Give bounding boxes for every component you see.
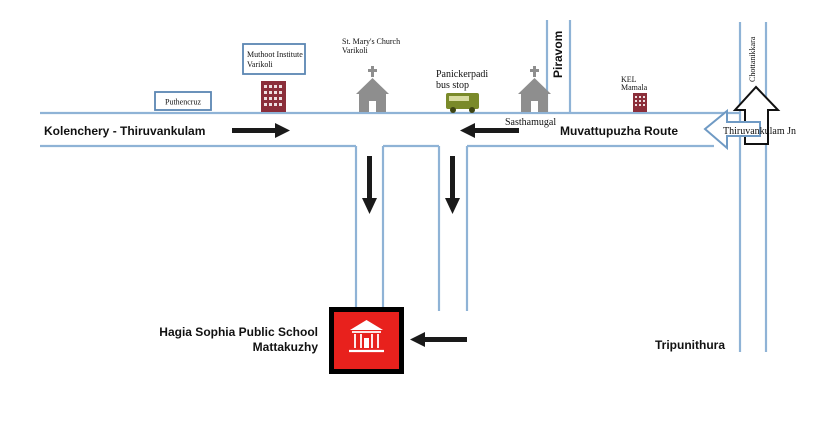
church-label: St. Mary's Church bbox=[342, 37, 400, 46]
kolenchery-road-label: Kolenchery - Thiruvankulam bbox=[44, 124, 205, 138]
arrow-west-icon bbox=[460, 123, 519, 138]
building-icon bbox=[261, 81, 286, 112]
arrow-left-outline-icon bbox=[703, 108, 761, 151]
school-location-label: Mattakuzhy bbox=[253, 340, 319, 354]
muthoot-sublabel: Varikoli bbox=[247, 60, 274, 69]
church-icon bbox=[356, 66, 389, 112]
bus-stop-sublabel: bus stop bbox=[436, 80, 469, 91]
school-building-icon bbox=[349, 320, 384, 353]
roads bbox=[40, 20, 768, 352]
building-icon bbox=[633, 93, 647, 112]
kel-mamala-landmark: KEL Mamala bbox=[621, 75, 648, 112]
sasthamugal-landmark: Sasthamugal bbox=[505, 66, 556, 128]
puthencruz-label: Puthencruz bbox=[165, 98, 201, 107]
bus-stop-label: Panickerpadi bbox=[436, 69, 488, 80]
arrow-east-icon bbox=[232, 123, 290, 138]
muthoot-landmark: Muthoot Institute Varikoli bbox=[242, 43, 306, 112]
bus-icon bbox=[446, 93, 479, 113]
school-destination: Hagia Sophia Public School Mattakuzhy bbox=[159, 307, 404, 374]
piravom-label: Piravom bbox=[551, 31, 565, 78]
school-name-label: Hagia Sophia Public School bbox=[159, 325, 318, 339]
arrow-down-right-icon bbox=[445, 156, 460, 214]
junction-arrows bbox=[703, 85, 781, 151]
chottanikkara-label: Chottanikkara bbox=[748, 36, 757, 82]
arrow-down-left-icon bbox=[362, 156, 377, 214]
sasthamugal-label: Sasthamugal bbox=[505, 117, 556, 128]
church-icon bbox=[518, 66, 551, 112]
muvattupuzha-route-label: Muvattupuzha Route bbox=[560, 124, 678, 138]
panickerpadi-bus-stop-landmark: Panickerpadi bus stop bbox=[436, 69, 488, 113]
tripunithura-label: Tripunithura bbox=[655, 338, 725, 352]
kel-label: KEL bbox=[621, 75, 637, 84]
muthoot-label: Muthoot Institute bbox=[247, 50, 303, 59]
direction-arrows bbox=[232, 123, 519, 347]
church-sublabel: Varikoli bbox=[342, 46, 369, 55]
kel-sublabel: Mamala bbox=[621, 83, 648, 92]
st-marys-church-landmark: St. Mary's Church Varikoli bbox=[342, 37, 400, 112]
school-marker bbox=[329, 307, 404, 374]
thiruvankulam-jn-label: Thiruvankulam Jn bbox=[723, 126, 796, 137]
arrow-to-school-icon bbox=[410, 332, 467, 347]
puthencruz-label-box: Puthencruz bbox=[154, 91, 212, 111]
